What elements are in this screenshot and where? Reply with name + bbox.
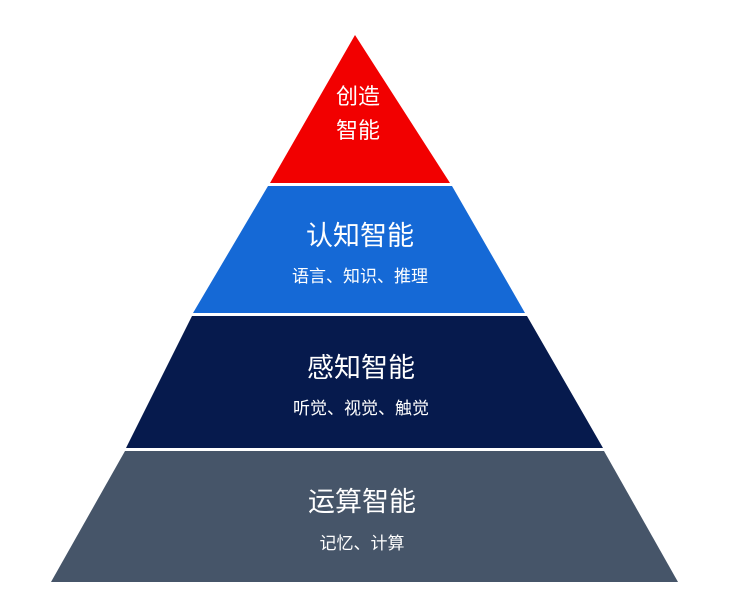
perceptual-title: 感知智能	[307, 353, 415, 384]
cognitive-title: 认知智能	[306, 221, 414, 252]
computational-subtitle: 记忆、计算	[320, 534, 405, 554]
pyramid-level-creative	[270, 35, 450, 183]
pyramid-level-computational	[51, 451, 678, 582]
perceptual-subtitle: 听觉、视觉、触觉	[293, 399, 429, 419]
cognitive-subtitle: 语言、知识、推理	[292, 267, 428, 287]
pyramid-level-cognitive	[193, 186, 525, 313]
pyramid-level-perceptual	[126, 316, 603, 448]
computational-title: 运算智能	[308, 487, 416, 518]
creative-title-line2: 智能	[336, 119, 380, 144]
creative-title-line1: 创造	[336, 85, 380, 110]
